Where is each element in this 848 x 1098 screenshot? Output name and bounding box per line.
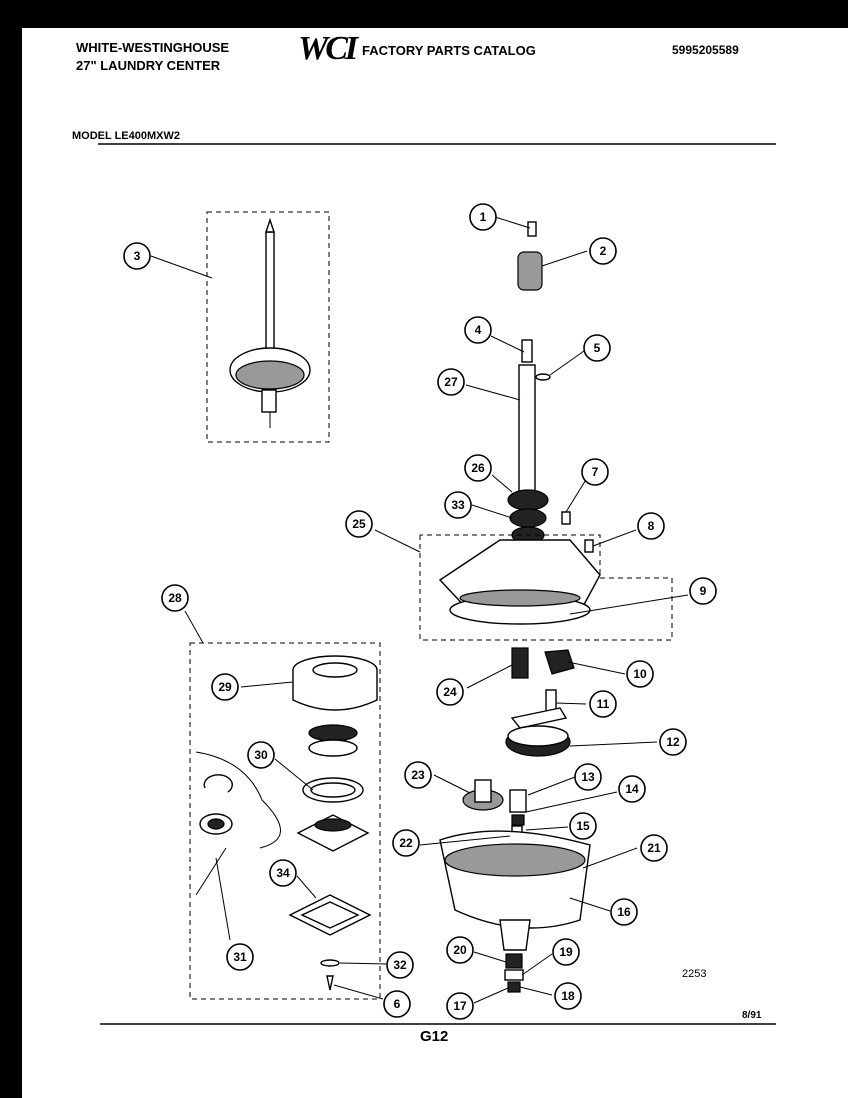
callout-26: 26 [464,454,492,482]
callout-label: 22 [399,836,413,850]
callout-16: 16 [610,898,638,926]
callout-20: 20 [446,936,474,964]
callout-7: 7 [581,458,609,486]
callout-label: 24 [443,685,457,699]
callout-32: 32 [386,951,414,979]
callout-23: 23 [404,761,432,789]
gear-case [439,830,591,993]
callout-label: 21 [647,841,661,855]
callout-label: 25 [352,517,366,531]
wci-logo: WCI [298,30,358,67]
leader-lines [150,216,689,1004]
callout-6: 6 [383,990,411,1018]
callout-12: 12 [659,728,687,756]
upper-housing-group [419,534,673,641]
callout-21: 21 [640,834,668,862]
callout-label: 19 [559,945,573,959]
catalog-sheet [22,28,848,1098]
callout-label: 18 [561,989,575,1003]
callout-label: 32 [393,958,407,972]
callout-22: 22 [392,829,420,857]
transmission-assembly-group [206,211,330,443]
callout-10: 10 [626,660,654,688]
callout-label: 4 [475,323,482,337]
callout-label: 7 [592,465,599,479]
callout-label: 33 [451,498,465,512]
callout-label: 12 [666,735,680,749]
callout-label: 13 [581,770,595,784]
seal-kit-group [189,642,381,1000]
brand-line-2: 27" LAUNDRY CENTER [76,58,221,73]
callout-33: 33 [444,491,472,519]
callout-label: 2 [600,244,607,258]
callout-label: 6 [394,997,401,1011]
callout-label: 3 [134,249,141,263]
page-code: G12 [420,1028,449,1045]
callout-label: 15 [576,819,590,833]
callout-label: 17 [453,999,467,1013]
callout-label: 27 [444,375,458,389]
callout-label: 20 [453,943,467,957]
callout-24: 24 [436,678,464,706]
callout-label: 8 [648,519,655,533]
callout-label: 11 [597,697,610,711]
revision-date: 8/91 [742,1010,762,1021]
callout-label: 9 [700,584,707,598]
callout-18: 18 [554,982,582,1010]
callout-25: 25 [345,510,373,538]
callout-1: 1 [469,203,497,231]
model-number: MODEL LE400MXW2 [72,130,180,142]
callout-4: 4 [464,316,492,344]
callout-label: 30 [254,748,268,762]
callout-5: 5 [583,334,611,362]
callout-14: 14 [618,775,646,803]
callout-label: 31 [233,950,247,964]
callout-2: 2 [589,237,617,265]
callout-3: 3 [123,242,151,270]
callout-label: 34 [276,866,290,880]
callout-19: 19 [552,938,580,966]
callout-30: 30 [247,741,275,769]
callout-29: 29 [211,673,239,701]
diagram-id: 2253 [682,968,707,980]
callout-31: 31 [226,943,254,971]
catalog-title: FACTORY PARTS CATALOG [362,43,536,58]
callout-label: 5 [594,341,601,355]
agitator-shaft-stack [507,221,594,553]
callout-15: 15 [569,812,597,840]
callout-27: 27 [437,368,465,396]
callout-28: 28 [161,584,189,612]
callout-label: 29 [218,680,232,694]
callout-13: 13 [574,763,602,791]
catalog-part-number: 5995205589 [672,43,739,57]
callout-label: 16 [617,905,631,919]
callout-label: 14 [625,782,639,796]
callout-8: 8 [637,512,665,540]
callout-9: 9 [689,577,717,605]
callout-17: 17 [446,992,474,1020]
brand-line-1: WHITE-WESTINGHOUSE [76,40,230,55]
callout-11: 11 [589,690,617,718]
callout-label: 10 [633,667,647,681]
callout-label: 28 [168,591,182,605]
callout-label: 26 [471,461,485,475]
callout-label: 23 [411,768,425,782]
callout-34: 34 [269,859,297,887]
callout-label: 1 [480,210,487,224]
